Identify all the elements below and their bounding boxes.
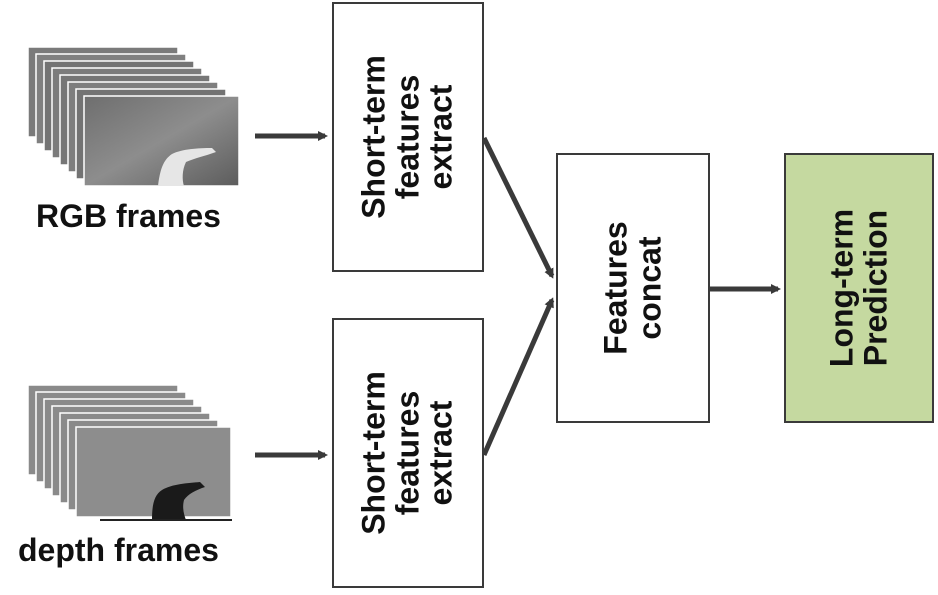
short-term-extract-bottom-block: Short-term features extract [332, 318, 484, 588]
long-term-prediction-block: Long-term Prediction [784, 153, 934, 423]
rgb-frame-stack [27, 46, 240, 187]
block-text-line: Prediction [857, 209, 893, 367]
depth-frame-stack [27, 384, 232, 521]
block-text-line: concat [631, 236, 667, 340]
features-concat-block: Features concat [556, 153, 710, 423]
arrow-bottom-extract-to-concat [481, 297, 555, 457]
block-text-line: Long-term [823, 208, 860, 368]
block-text-line: features [389, 390, 426, 516]
block-text-line: extract [422, 84, 459, 190]
block-text-line: Features [597, 221, 634, 355]
block-text-line: extract [422, 400, 459, 506]
block-text-line: features [389, 74, 426, 200]
arrow-top-extract-to-concat [481, 136, 555, 279]
block-text-line: Short-term [355, 55, 392, 219]
arrows [255, 131, 781, 460]
block-text-line: Short-term [355, 371, 392, 535]
rgb-frames-label: RGB frames [36, 198, 221, 234]
short-term-extract-top-block: Short-term features extract [332, 2, 484, 272]
depth-frames-label: depth frames [18, 532, 219, 568]
